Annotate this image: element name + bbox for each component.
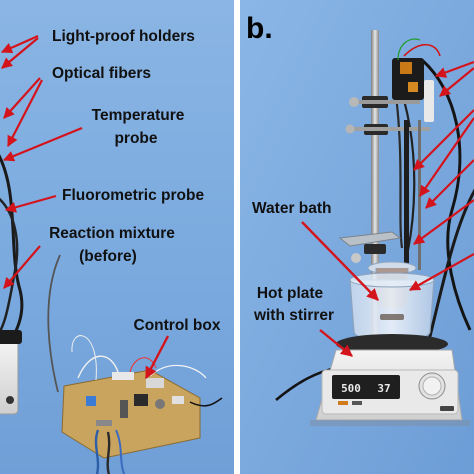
arrow-light-proof-holders [434, 60, 474, 78]
arrow-light-proof-holders [0, 34, 39, 54]
arrow-fluorometric-probe [413, 199, 474, 245]
panel-b-arrows [301, 60, 474, 357]
label-water-bath: Water bath [252, 200, 332, 217]
arrow-light-proof-holders [1, 37, 39, 69]
clamp-boss [364, 244, 386, 254]
panel-b-labels: b. Water bath Hot plate with stirrer [246, 12, 334, 324]
arrow-optical-fibers [419, 117, 474, 197]
fiber-cable [47, 254, 61, 393]
label-reaction-mixture-line2: (before) [79, 248, 137, 265]
control-box-cable [106, 431, 111, 474]
control-box-wire [77, 355, 119, 379]
panel-a-equipment [0, 154, 223, 474]
arrow-light-proof-holders [439, 67, 474, 97]
light-proof-holder [424, 80, 434, 122]
water-bath [349, 279, 435, 342]
panel-a-labels: Light-proof holders Optical fibers Tempe… [49, 28, 221, 334]
panel-b-equipment: 500 37 [275, 30, 474, 426]
display-button [352, 401, 362, 405]
hot-plate-top [336, 334, 448, 354]
label-optical-fibers: Optical fibers [52, 65, 151, 82]
hot-plate-display [332, 375, 400, 399]
label-hot-plate-line1: Hot plate [257, 285, 324, 302]
label-control-box: Control box [134, 317, 221, 334]
label-temperature-probe-line2: probe [114, 130, 157, 147]
control-box-wire [189, 397, 223, 407]
clamp-jaws [338, 231, 402, 247]
arrow-hot-plate [319, 329, 353, 357]
arrow-reaction-mixture [3, 245, 41, 289]
arrow-temperature-probe [425, 159, 474, 209]
panel-a-arrows [0, 34, 170, 380]
control-box-wire [71, 335, 97, 381]
control-box-cable [115, 429, 126, 474]
support-rod [371, 30, 379, 360]
label-hot-plate-line2: with stirrer [253, 307, 334, 324]
arrow-fluorometric-probe [4, 194, 57, 213]
label-temperature-probe-line1: Temperature [92, 107, 185, 124]
arrow-optical-fibers [3, 77, 41, 119]
label-light-proof-holders: Light-proof holders [52, 28, 195, 45]
fluorometric-probe [404, 120, 409, 270]
panel-divider [234, 0, 240, 474]
arrow-optical-fibers [413, 109, 474, 171]
clamp-arm [350, 100, 420, 104]
clamp-arm [348, 127, 430, 131]
fiber-cable [394, 95, 404, 249]
arrow-reaction-mixture [409, 253, 474, 291]
label-fluorometric-probe: Fluorometric probe [62, 187, 204, 204]
arrow-optical-fibers [7, 79, 43, 147]
display-left-reading: 500 [341, 382, 361, 395]
arrow-water-bath [301, 221, 379, 301]
panel-b-letter: b. [246, 12, 273, 45]
arrow-temperature-probe [2, 126, 83, 162]
display-right-reading: 37 [377, 382, 390, 395]
display-button [338, 401, 348, 405]
label-reaction-mixture-line1: Reaction mixture [49, 225, 175, 242]
arrow-control-box [144, 335, 170, 380]
